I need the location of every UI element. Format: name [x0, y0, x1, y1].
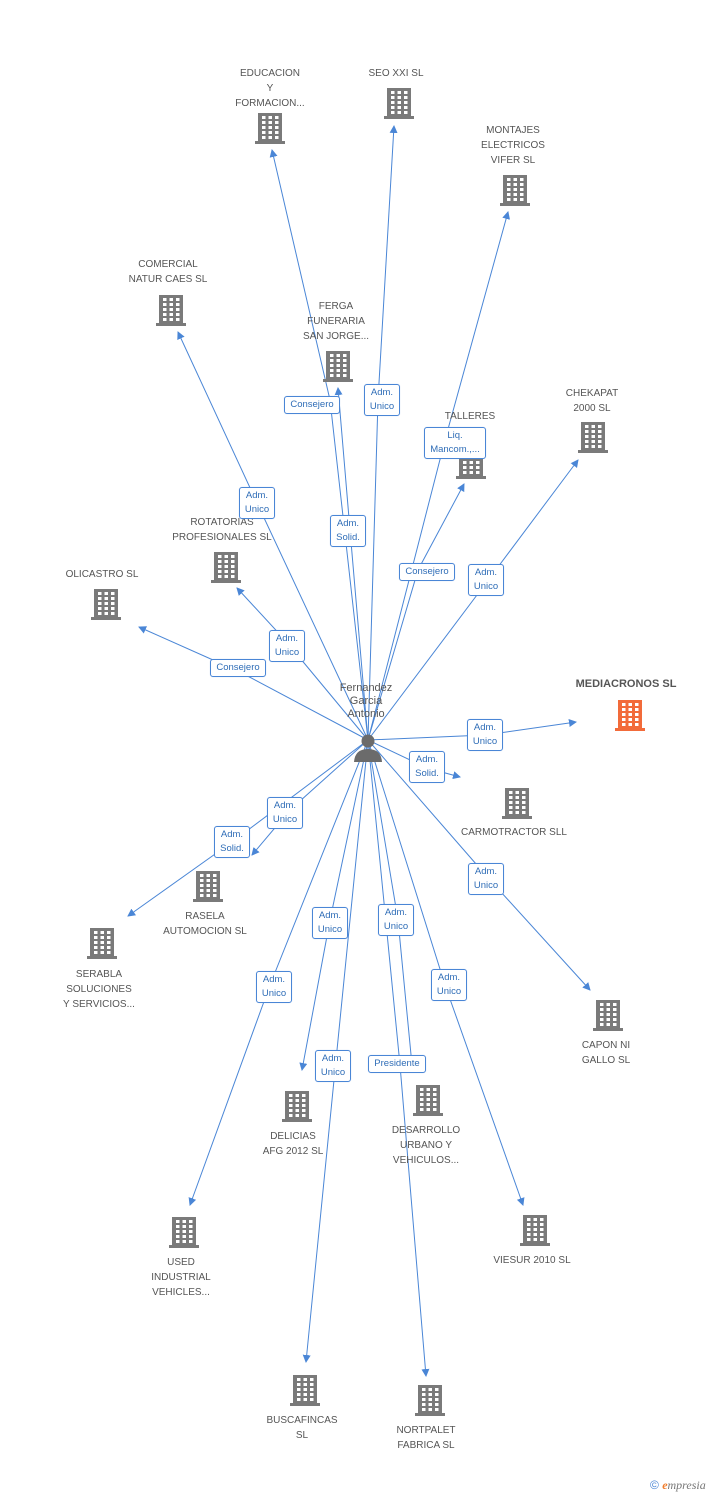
building-icon: [193, 871, 223, 902]
building-icon: [282, 1091, 312, 1122]
company-label-delicias[interactable]: DELICIAS AFG 2012 SL: [262, 1131, 324, 1157]
company-label-rotatorias[interactable]: ROTATORIAS PROFESIONALES SL: [172, 517, 272, 543]
role-label-comercial[interactable]: Adm. Unico: [238, 487, 276, 519]
role-label-seo[interactable]: Adm. Unico: [363, 384, 401, 416]
role-label-serabla[interactable]: Adm. Solid.: [214, 826, 250, 858]
person-icon: [354, 734, 382, 762]
company-label-seo[interactable]: SEO XXI SL: [368, 68, 424, 79]
edge-line-montajes: [367, 211, 510, 741]
building-icon: [615, 700, 645, 731]
company-label-comercial[interactable]: COMERCIAL NATUR CAES SL: [128, 259, 208, 285]
role-label-olicastro[interactable]: Consejero: [210, 659, 266, 677]
role-label-talleres[interactable]: Consejero: [399, 563, 455, 581]
role-label-chekapat[interactable]: Adm. Unico: [467, 564, 505, 596]
role-label-delicias[interactable]: Adm. Unico: [311, 907, 349, 939]
company-label-ferga[interactable]: FERGA FUNERARIA SAN JORGE...: [302, 301, 370, 342]
role-label-capon[interactable]: Adm. Unico: [467, 863, 505, 895]
building-icon: [87, 928, 117, 959]
building-icon: [593, 1000, 623, 1031]
company-label-carmotractor[interactable]: CARMOTRACTOR SLL: [461, 827, 567, 838]
company-label-serabla[interactable]: SERABLA SOLUCIONES Y SERVICIOS...: [63, 969, 135, 1010]
company-label-rasela[interactable]: RASELA AUTOMOCION SL: [163, 911, 247, 937]
company-label-used[interactable]: USED INDUSTRIAL VEHICLES...: [151, 1257, 211, 1298]
company-label-nortpalet[interactable]: NORTPALET FABRICA SL: [396, 1425, 456, 1451]
edge-line-delicias: [299, 739, 369, 1071]
company-label-montajes[interactable]: MONTAJES ELECTRICOS VIFER SL: [481, 125, 545, 166]
person-name-label[interactable]: Fernandez Garcia Antonio: [339, 682, 393, 720]
footer-brand[interactable]: © empresia: [650, 1478, 706, 1493]
role-label-mediacronos[interactable]: Adm. Unico: [466, 719, 504, 751]
copyright-symbol: ©: [650, 1478, 659, 1492]
building-icon: [413, 1085, 443, 1116]
role-label-viesur[interactable]: Adm. Unico: [430, 969, 468, 1001]
brand-logo: empresia: [662, 1478, 706, 1492]
company-label-educacion[interactable]: EDUCACION Y FORMACION...: [235, 68, 305, 109]
company-label-capon[interactable]: CAPON NI GALLO SL: [581, 1040, 631, 1066]
company-label-viesur[interactable]: VIESUR 2010 SL: [493, 1255, 571, 1266]
edge-line-desarrollo: [367, 739, 416, 1066]
building-icon: [520, 1215, 550, 1246]
role-label-montajes[interactable]: Liq. Mancom.,...: [424, 427, 486, 459]
building-icon: [169, 1217, 199, 1248]
role-label-carmotractor[interactable]: Adm. Solid.: [409, 751, 445, 783]
role-label-ferga[interactable]: Adm. Solid.: [330, 515, 366, 547]
edge-line-seo: [367, 125, 398, 741]
building-icon: [323, 351, 353, 382]
role-label-nortpalet[interactable]: Presidente: [368, 1055, 426, 1073]
company-label-buscafincas[interactable]: BUSCAFINCAS SL: [266, 1415, 338, 1441]
role-label-desarrollo[interactable]: Adm. Unico: [377, 904, 415, 936]
building-icon: [384, 88, 414, 119]
building-icon: [290, 1375, 320, 1406]
role-label-rotatorias[interactable]: Adm. Unico: [268, 630, 306, 662]
role-label-used[interactable]: Adm. Unico: [255, 971, 293, 1003]
company-label-olicastro[interactable]: OLICASTRO SL: [65, 569, 139, 580]
building-icon: [156, 295, 186, 326]
company-label-mediacronos[interactable]: MEDIACRONOS SL: [575, 678, 677, 690]
building-icon: [91, 589, 121, 620]
building-icon: [500, 175, 530, 206]
role-label-buscafincas[interactable]: Adm. Unico: [314, 1050, 352, 1082]
building-icon: [255, 113, 285, 144]
role-label-rasela[interactable]: Adm. Unico: [266, 797, 304, 829]
company-label-chekapat[interactable]: CHEKAPAT 2000 SL: [565, 388, 619, 414]
company-label-desarrollo[interactable]: DESARROLLO URBANO Y VEHICULOS...: [391, 1125, 461, 1166]
role-label-educacion[interactable]: Consejero: [284, 396, 340, 414]
building-icon: [415, 1385, 445, 1416]
building-icon: [502, 788, 532, 819]
building-icon: [578, 422, 608, 453]
building-icon: [211, 552, 241, 583]
